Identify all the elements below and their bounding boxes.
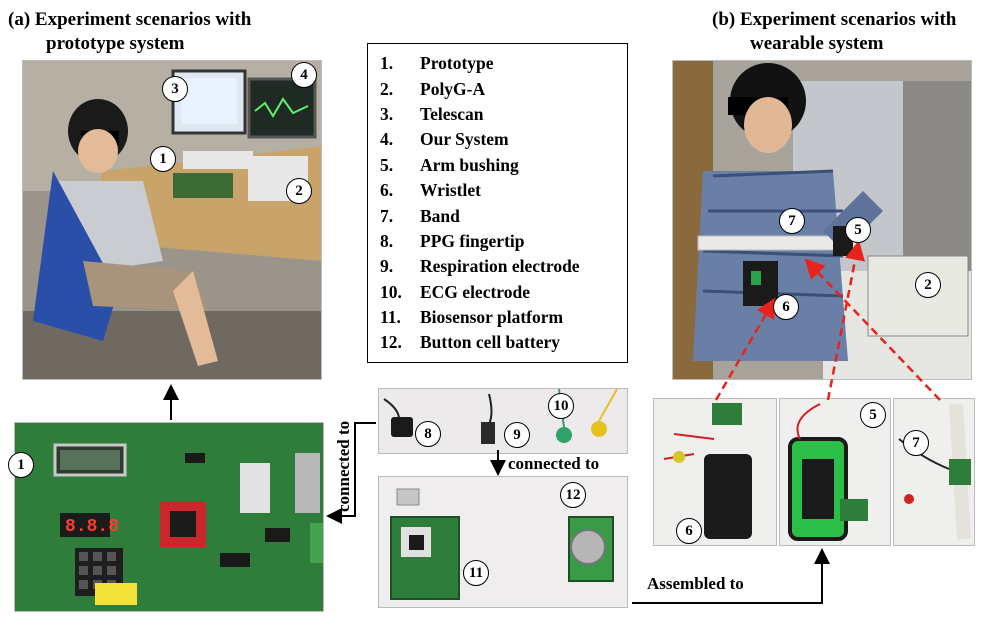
legend-item-label: Telescan: [420, 103, 484, 124]
legend-item-number: 10.: [380, 281, 402, 302]
legend-item: 7. Band: [380, 203, 627, 228]
legend-item: 10. ECG electrode: [380, 280, 627, 305]
legend-item: 6. Wristlet: [380, 178, 627, 203]
photo-wristlet: [653, 398, 777, 546]
assembled-to-label: Assembled to: [647, 574, 744, 593]
connected-to-horizontal-label: connected to: [508, 454, 600, 473]
badge-arm-bushing-detail: 5: [860, 402, 886, 428]
legend-item-number: 8.: [380, 230, 394, 251]
legend-item: 11. Biosensor platform: [380, 305, 627, 330]
badge-polyg-b: 2: [915, 272, 941, 298]
legend-item-number: 2.: [380, 78, 394, 99]
badge-arm-bushing-b: 5: [845, 217, 871, 243]
legend-item-number: 5.: [380, 154, 394, 175]
legend-item: 5. Arm bushing: [380, 153, 627, 178]
legend-item-label: Band: [420, 205, 460, 226]
legend-item: 12. Button cell battery: [380, 330, 627, 355]
legend-item-label: Biosensor platform: [420, 307, 564, 328]
legend-item-number: 6.: [380, 180, 394, 201]
photo-prototype-experiment: [22, 60, 322, 380]
legend-item-label: Button cell battery: [420, 332, 560, 353]
svg-text:8.8.8: 8.8.8: [65, 517, 119, 537]
legend-item-number: 9.: [380, 256, 394, 277]
photo-prototype-board: 8.8.8: [14, 422, 324, 612]
legend-item-label: PPG fingertip: [420, 230, 525, 251]
badge-monitor-left: 3: [162, 76, 188, 102]
badge-band-detail: 7: [903, 430, 929, 456]
legend-item: 4. Our System: [380, 127, 627, 152]
panel-a-title: (a) Experiment scenarios with prototype …: [8, 9, 252, 54]
badge-prototype-board: 1: [8, 452, 34, 478]
legend-item-label: Our System: [420, 129, 509, 150]
legend-item-number: 4.: [380, 129, 394, 150]
legend-item: 1. Prototype: [380, 51, 627, 76]
legend-item: 9. Respiration electrode: [380, 254, 627, 279]
badge-battery: 12: [560, 482, 586, 508]
photo-sensors: [378, 388, 628, 454]
badge-band-b: 7: [779, 208, 805, 234]
component-legend: 1. Prototype 2. PolyG-A 3. Telescan 4. Our Syst…: [367, 43, 628, 363]
legend-item: 8. PPG fingertip: [380, 229, 627, 254]
badge-ecg: 10: [548, 393, 574, 419]
legend-item-number: 11.: [380, 307, 401, 328]
legend-item: 3. Telescan: [380, 102, 627, 127]
badge-wristlet-b: 6: [773, 294, 799, 320]
legend-item-number: 3.: [380, 103, 394, 124]
badge-respiration: 9: [504, 422, 530, 448]
legend-item-number: 7.: [380, 205, 394, 226]
connected-to-vertical-label: connected to: [334, 420, 353, 512]
legend-item-number: 12.: [380, 332, 402, 353]
badge-wristlet-detail: 6: [676, 518, 702, 544]
legend-item-label: Wristlet: [420, 180, 481, 201]
badge-polyg-a: 2: [286, 178, 312, 204]
legend-item-label: PolyG-A: [420, 78, 486, 99]
photo-wearable-experiment: [672, 60, 972, 380]
legend-item-label: Arm bushing: [420, 154, 519, 175]
badge-biosensor-platform: 11: [463, 560, 489, 586]
panel-b-title: (b) Experiment scenarios with wearable s…: [712, 9, 957, 54]
legend-item-label: Respiration electrode: [420, 256, 580, 277]
badge-prototype-a: 1: [150, 146, 176, 172]
badge-monitor-right: 4: [291, 62, 317, 88]
photo-band: [893, 398, 975, 546]
photo-biosensor-platform: [378, 476, 628, 608]
legend-item-number: 1.: [380, 53, 394, 74]
legend-item-label: Prototype: [420, 53, 494, 74]
legend-item: 2. PolyG-A: [380, 76, 627, 101]
legend-item-label: ECG electrode: [420, 281, 530, 302]
badge-ppg: 8: [415, 421, 441, 447]
